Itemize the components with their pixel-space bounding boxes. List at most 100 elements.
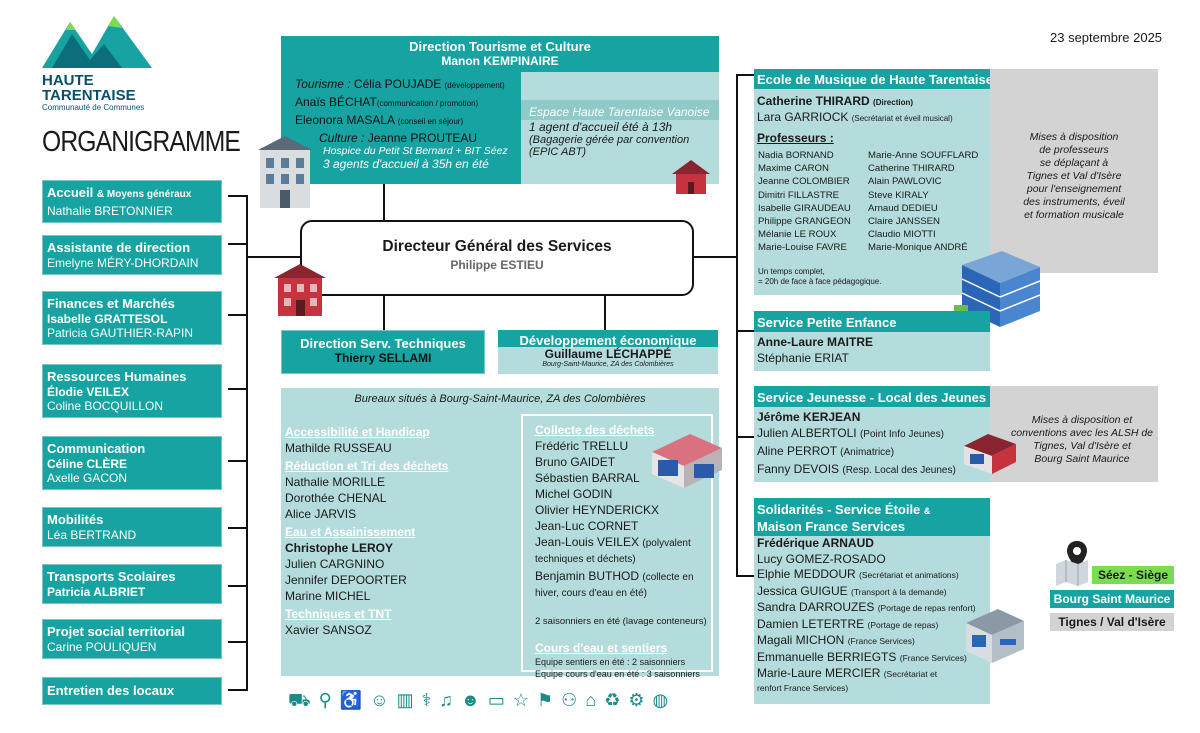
globe-icon: ◍ <box>652 690 669 710</box>
solid-p4: Sandra DARROUZES <box>757 600 875 614</box>
rh-title: Ressources Humaines <box>43 365 221 385</box>
music-icon: ♫ <box>439 690 453 710</box>
collecte-name-6: Jean-Luc CORNET <box>535 519 639 533</box>
projet-social-title: Projet social territorial <box>43 620 221 640</box>
solid-p1: Lucy GOMEZ-ROSADO <box>757 551 886 566</box>
collecte-name-4: Michel GODIN <box>535 487 613 501</box>
prof2-7: Claudio MIOTTI <box>868 229 936 241</box>
techniques-box: Direction Serv. Techniques Thierry SELLA… <box>281 330 485 374</box>
dgs-box: Directeur Général des Services Philippe … <box>300 220 694 296</box>
recycle-icon: ♻ <box>604 690 621 710</box>
logo-line2: TARENTAISE <box>42 87 136 104</box>
collecte-name-5: Olivier HEYNDERICKX <box>535 503 660 517</box>
house-icon <box>672 160 710 194</box>
collecte-veilex: Jean-Louis VEILEX <box>535 535 640 549</box>
legend-tignes: Tignes / Val d'Isère <box>1050 613 1174 631</box>
chart-icon: ▥ <box>396 690 414 710</box>
finances-name: Patricia GAUTHIER-RAPIN <box>43 326 221 344</box>
group-icon: ⚇ <box>561 690 578 710</box>
solid-p5: Damien LETERTRE <box>757 616 865 631</box>
tech-services-box: Bureaux situés à Bourg-Saint-Maurice, ZA… <box>281 388 719 679</box>
legend-seez: Séez - Siège <box>1092 566 1174 584</box>
cours-title: Cours d'eau et sentiers <box>535 641 668 655</box>
espace-title: Espace Haute Tarentaise Vanoise <box>521 100 719 120</box>
box-assistante: Assistante de direction Emelyne MÉRY-DHO… <box>42 235 222 275</box>
solid-p8-note2: renfort France Services) <box>757 682 849 693</box>
date: 23 septembre 2025 <box>1050 30 1163 45</box>
espace-text2: (Bagagerie gérée par convention <box>529 134 690 146</box>
prof1-1: Nadia BORNAND <box>758 150 834 161</box>
box-projet-social: Projet social territorial Carine POULIQU… <box>42 619 222 659</box>
finances-head: Isabelle GRATTESOL <box>43 312 221 326</box>
town-hall-icon <box>274 264 326 316</box>
tnt-name: Xavier SANSOZ <box>285 623 372 637</box>
collecte-box: Collecte des déchets Frédéric TRELLU Bru… <box>521 414 713 679</box>
gear-icon: ⚙ <box>628 690 645 710</box>
logo-line1: HAUTE <box>42 72 94 89</box>
cours-1: Equipe sentiers en été : 2 saisonniers <box>535 657 686 667</box>
hiker-icon: ⚑ <box>537 690 554 710</box>
accueil-suffix: & Moyens généraux <box>96 189 192 200</box>
prof2-6: Claire JANSSEN <box>868 216 940 228</box>
musique-note2: = 20h de face à face pédagogique. <box>758 277 882 286</box>
jeunesse-head: Jérôme KERJEAN <box>757 410 861 424</box>
collecte-name-3: Sébastien BARRAL <box>535 471 640 485</box>
prof1-6: Philippe GRANGEON <box>758 216 851 228</box>
jeunesse-side-box: Mises à disposition et conventions avec … <box>990 386 1158 482</box>
reduc-name-2: Dorothée CHENAL <box>285 491 387 505</box>
collecte-name-2: Bruno GAIDET <box>535 455 616 469</box>
solidarites-title1-suffix: & <box>923 506 931 516</box>
rh-head: Élodie VEILEX <box>43 385 221 399</box>
prof2-1: Marie-Anne SOUFFLARD <box>868 150 979 161</box>
jeunesse-p3-note: (Resp. Local des Jeunes) <box>842 465 956 476</box>
people-icon: ☻ <box>460 690 480 710</box>
eau-head: Christophe LEROY <box>285 541 394 555</box>
prof-title: Professeurs : <box>757 131 834 145</box>
dgs-title: Directeur Général des Services <box>382 238 612 255</box>
petite-enfance-box: Service Petite Enfance Anne-Laure MAITRE… <box>754 311 990 371</box>
solid-p7-note: (France Services) <box>899 652 967 663</box>
jeunesse-p2-note: (Animatrice) <box>840 447 895 458</box>
prof1-8: Marie-Louise FAVRE <box>758 242 847 254</box>
prof1-5: Isabelle GIRAUDEAU <box>758 202 851 214</box>
assistante-title: Assistante de direction <box>43 236 221 256</box>
box-communication: Communication Céline CLÈRE Axelle GACON <box>42 436 222 490</box>
dev-eco-box: Développement économique Guillaume LÉCHA… <box>498 330 718 374</box>
box-entretien: Entretien des locaux <box>42 677 222 705</box>
jeunesse-box: Service Jeunesse - Local des Jeunes Jérô… <box>754 386 1064 482</box>
tourisme-box: Direction Tourisme et Culture Manon KEMP… <box>281 36 719 184</box>
eau-name-1: Julien CARGNINO <box>285 557 385 571</box>
solidarites-title2: Maison France Services <box>757 519 906 534</box>
musique-side-2: de professeurs <box>1039 144 1109 156</box>
building-icon <box>258 136 312 208</box>
collecte-veilex-note: (polyvalent <box>642 538 691 549</box>
tourisme-p3: Eleonora MASALA <box>295 113 395 127</box>
dev-eco-title: Développement économique <box>498 330 718 348</box>
collecte-name-1: Frédéric TRELLU <box>535 439 629 453</box>
solidarites-title1: Solidarités - Service Étoile <box>757 502 921 517</box>
solidarites-head: Frédérique ARNAUD <box>757 536 874 550</box>
solid-p4-note: (Portage de repas renfort) <box>877 603 976 613</box>
mobilites-name: Léa BERTRAND <box>43 528 221 546</box>
musique-head-note: (Direction) <box>873 98 914 107</box>
tourisme-label: Tourisme : <box>295 77 351 91</box>
bike-icon: ⚲ <box>318 690 332 710</box>
solid-p2: Elphie MEDDOUR <box>757 567 856 581</box>
family-icon: ☺ <box>370 690 389 710</box>
solid-p6: Magali MICHON <box>757 633 845 647</box>
finances-title: Finances et Marchés <box>43 292 221 312</box>
prof2-2: Catherine THIRARD <box>868 163 955 175</box>
rh-name: Coline BOCQUILLON <box>43 399 221 417</box>
solid-p6-note: (France Services) <box>847 636 915 646</box>
walker-icon: ⚕ <box>421 690 432 710</box>
solid-p3-note: (Transport à la demande) <box>851 586 947 597</box>
hospice-title: Hospice du Petit St Bernard + BIT Séez <box>323 145 508 157</box>
musique-side-1: Mises à disposition <box>1029 131 1119 143</box>
communication-name: Axelle GACON <box>43 471 221 489</box>
musique-title: Ecole de Musique de Haute Tarentaise <box>754 69 1054 89</box>
prof1-2: Maxime CARON <box>758 163 829 175</box>
logo-line3: Communauté de Communes <box>42 103 145 112</box>
jeunesse-p1-note: (Point Info Jeunes) <box>859 429 944 440</box>
cours-2: Equipe cours d'eau en été : 3 saisonnier… <box>535 669 700 679</box>
musique-note1: Un temps complet, <box>758 267 825 276</box>
